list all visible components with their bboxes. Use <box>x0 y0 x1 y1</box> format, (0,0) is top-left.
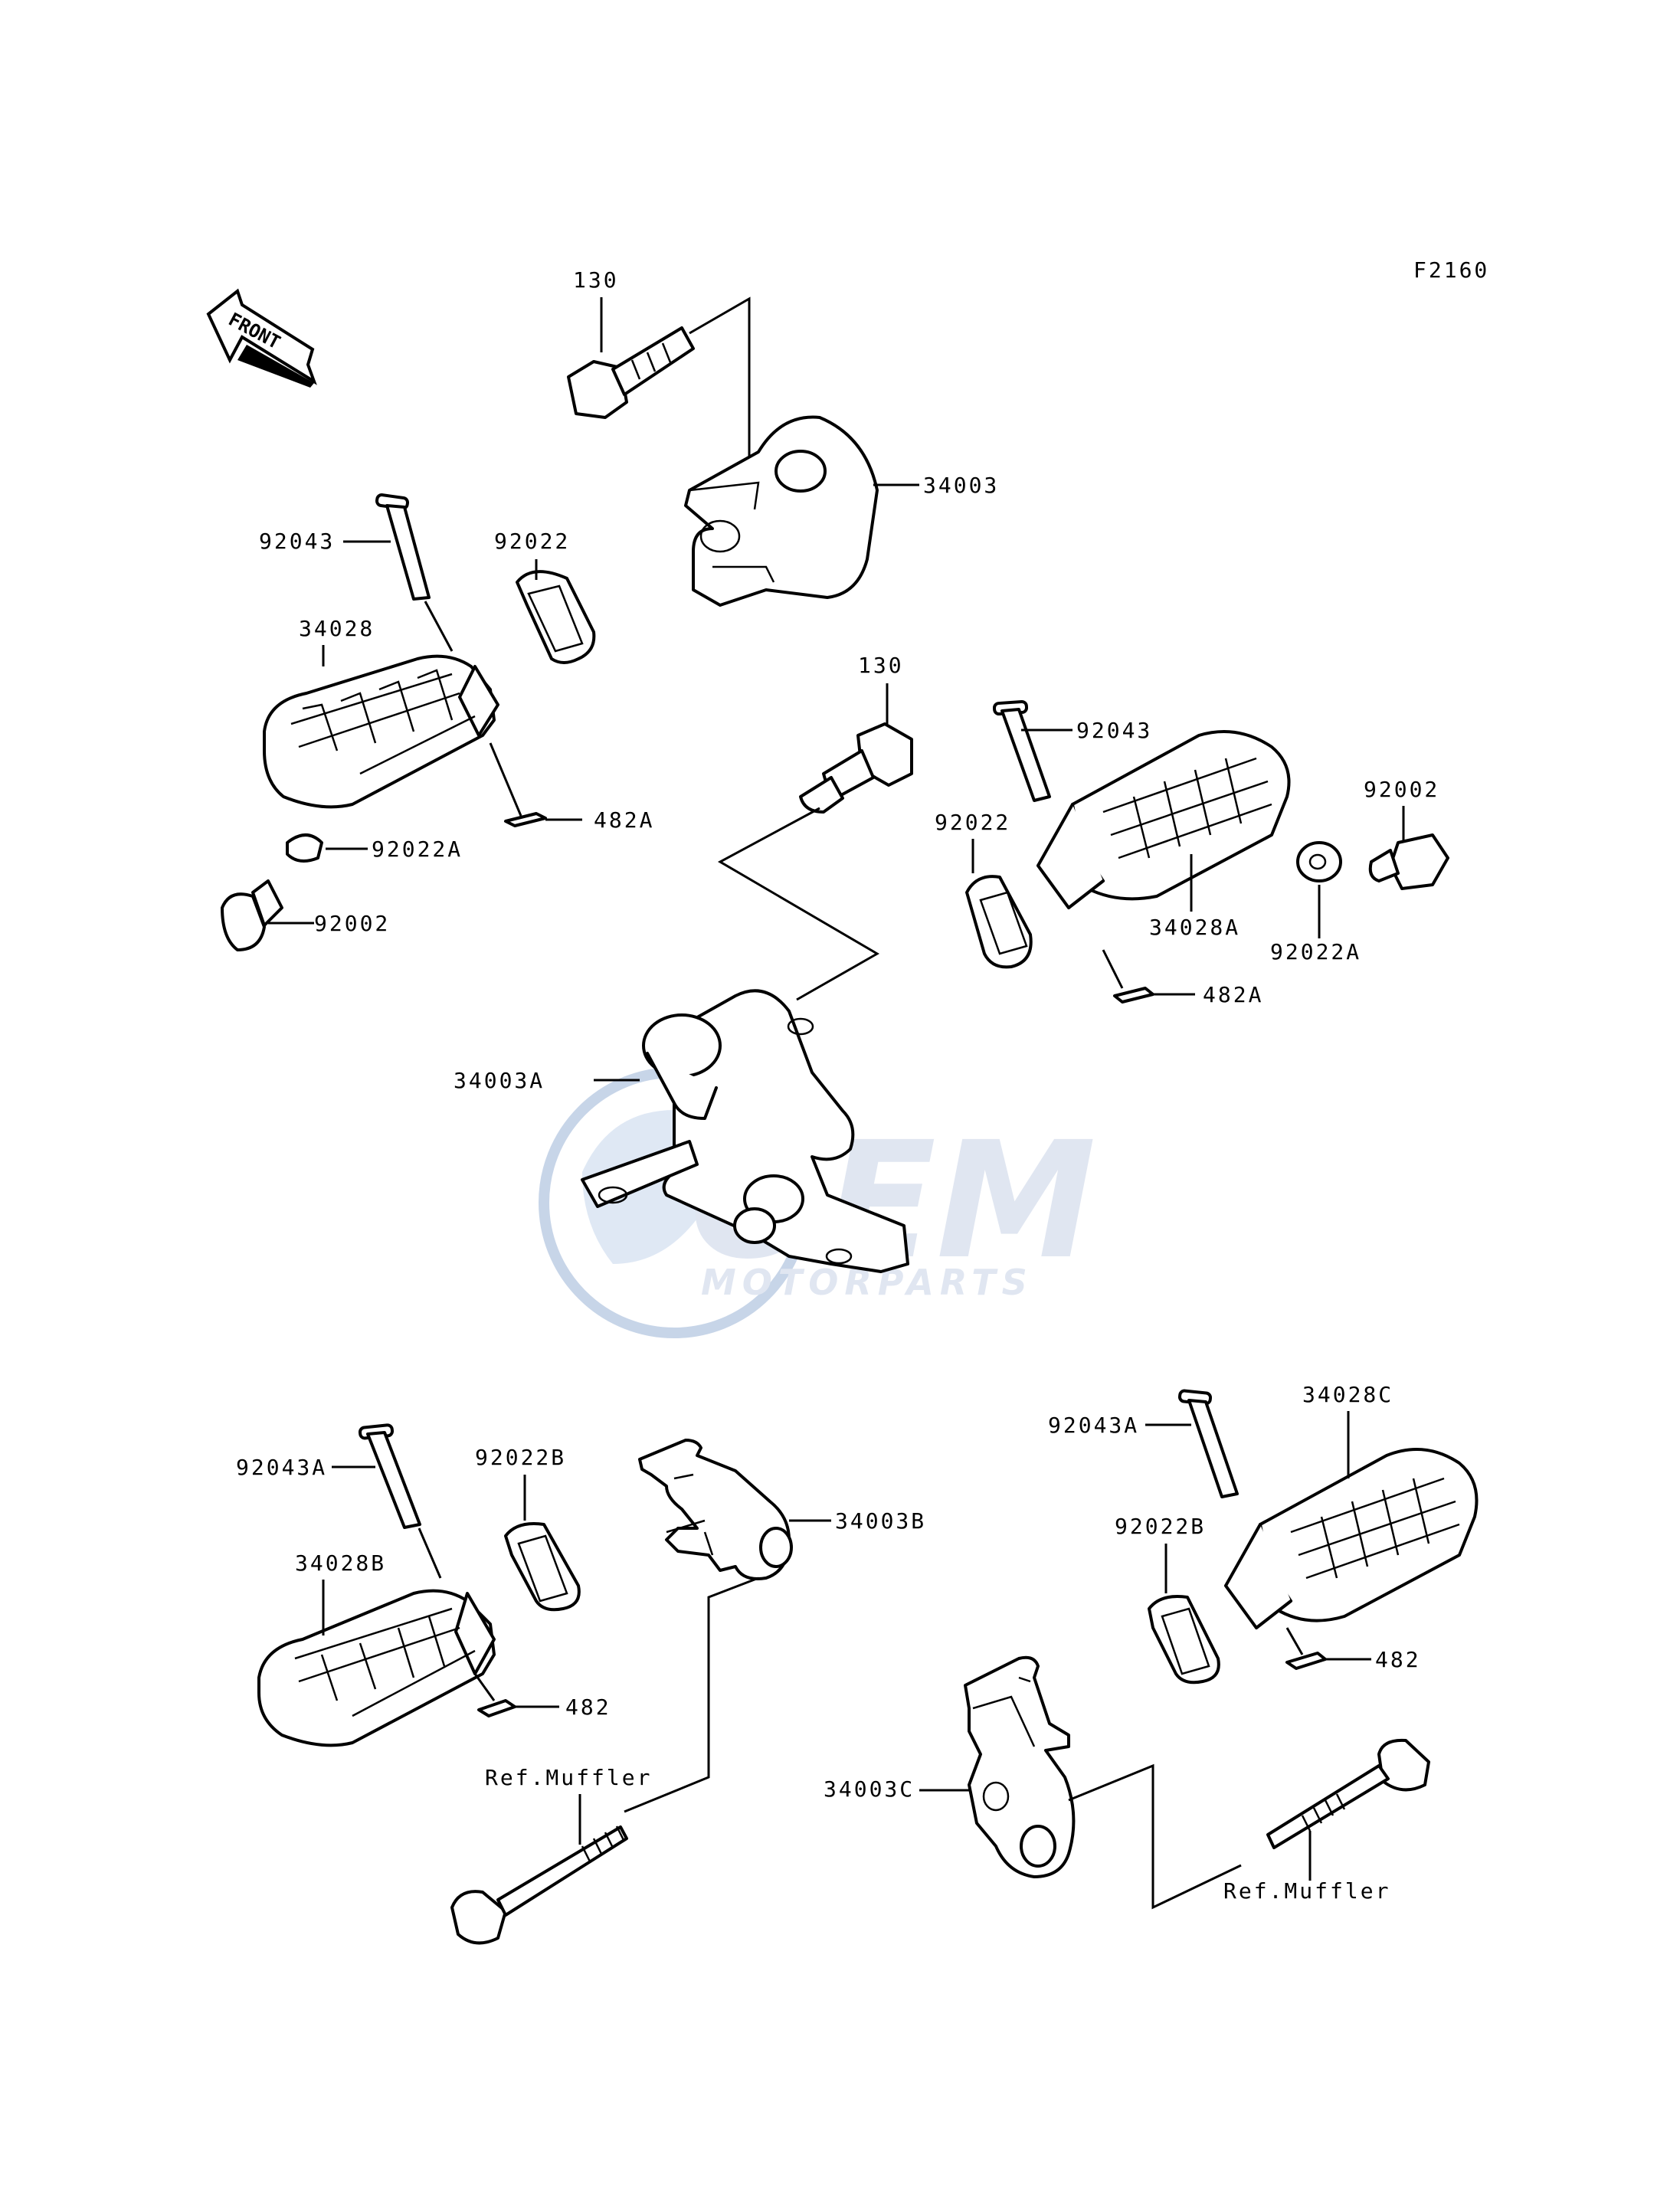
label-92022a-left: 92022A <box>372 837 463 862</box>
label-34028c: 34028C <box>1302 1382 1393 1407</box>
clip-482-right <box>1285 1652 1327 1670</box>
washer-92022a-left <box>286 833 323 863</box>
clip-482a-left <box>504 812 547 827</box>
label-ref-muffler-left: Ref.Muffler <box>485 1765 652 1790</box>
washer-92022a-right <box>1296 841 1342 882</box>
label-92022a-right: 92022A <box>1270 939 1361 964</box>
bolt-130-mid <box>799 722 913 814</box>
stopper-92002-left <box>221 879 283 951</box>
bracket-34003 <box>684 415 879 607</box>
bracket-34003b <box>638 1439 793 1580</box>
label-ref-muffler-right: Ref.Muffler <box>1223 1878 1390 1904</box>
muffler-bolt-left <box>450 1825 628 1945</box>
pin-92043a-right <box>1177 1389 1239 1498</box>
label-482-left: 482 <box>565 1694 611 1720</box>
pin-92043-right <box>992 699 1051 802</box>
label-482a-right: 482A <box>1203 982 1263 1007</box>
stopper-92002-right <box>1368 833 1449 890</box>
label-34003c: 34003C <box>824 1776 915 1802</box>
bracket-34003a <box>581 989 909 1273</box>
label-34028: 34028 <box>299 616 375 641</box>
footpeg-34028 <box>263 654 499 809</box>
label-92022b-right: 92022B <box>1115 1514 1206 1539</box>
label-92043a-left: 92043A <box>236 1455 327 1480</box>
footpeg-34028b <box>257 1589 496 1747</box>
clip-482a-right <box>1113 987 1154 1004</box>
figure-code: F2160 <box>1413 257 1489 283</box>
label-92043-left: 92043 <box>259 529 335 554</box>
label-34028b: 34028B <box>295 1550 386 1576</box>
label-482a-left: 482A <box>594 807 654 833</box>
label-34003a: 34003A <box>454 1068 545 1093</box>
label-34028a: 34028A <box>1149 915 1240 940</box>
footpeg-34028c <box>1224 1448 1479 1629</box>
rubber-92022-left <box>516 570 596 664</box>
muffler-bolt-right <box>1266 1738 1430 1849</box>
front-arrow-icon: FRONT <box>206 288 317 388</box>
clip-482-left <box>477 1699 516 1717</box>
label-130-top: 130 <box>573 267 619 293</box>
label-34003: 34003 <box>923 473 999 498</box>
label-34003b: 34003B <box>835 1508 926 1534</box>
pin-92043-left <box>375 493 431 601</box>
label-92002-left: 92002 <box>314 911 390 936</box>
bracket-34003c <box>964 1655 1076 1878</box>
rubber-92022-right <box>965 875 1033 969</box>
rubber-92022b-left <box>504 1522 581 1612</box>
footpeg-34028a <box>1036 730 1291 909</box>
pin-92043a-left <box>358 1423 421 1529</box>
label-92043a-right: 92043A <box>1048 1413 1139 1438</box>
label-92043-right: 92043 <box>1076 718 1152 743</box>
label-482-right: 482 <box>1375 1647 1421 1672</box>
label-92002-right: 92002 <box>1364 777 1439 802</box>
bolt-130-top <box>567 326 695 419</box>
label-130-mid: 130 <box>858 653 904 678</box>
rubber-92022b-right <box>1148 1595 1220 1685</box>
label-92022-left: 92022 <box>494 529 570 554</box>
label-92022-right: 92022 <box>935 810 1010 835</box>
label-92022b-left: 92022B <box>475 1445 566 1470</box>
